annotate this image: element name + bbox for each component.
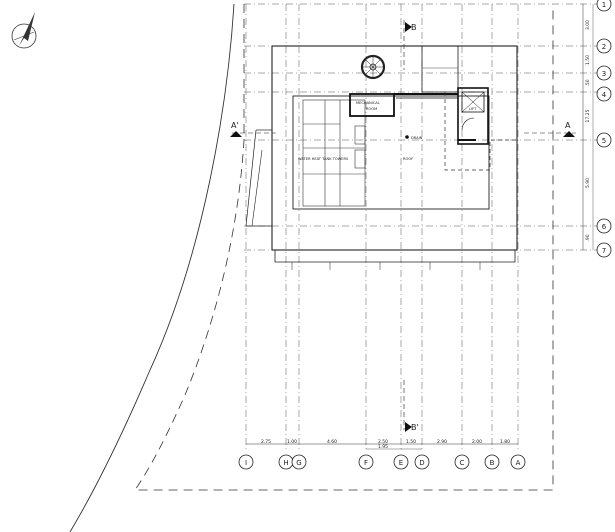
row-dim-4: 17.25 — [585, 109, 591, 122]
row-dim-5: 5.90 — [585, 178, 591, 188]
water-tank-grid — [302, 99, 366, 207]
col-bubble-h: H — [283, 459, 288, 467]
section-mark-a-right: A — [524, 121, 576, 137]
row-bubble-7: 7 — [602, 247, 606, 255]
drain-label: DRAIN — [411, 136, 423, 140]
mechanical-room-label-line1: MECHANICAL — [356, 101, 380, 105]
col-bubble-e: E — [399, 459, 403, 467]
row-bubble-5: 5 — [602, 137, 606, 145]
col-dim-8: 1.80 — [500, 439, 510, 445]
col-bubble-b: B — [490, 459, 495, 467]
section-mark-b-bottom-label: B' — [411, 423, 419, 432]
room-labels: MECHANICAL ROOM WATER HEAT TANK TOWERS R… — [298, 101, 477, 161]
col-bubble-d: D — [419, 459, 424, 467]
row-bubble-2: 2 — [602, 43, 606, 51]
row-dim-6: .90 — [585, 234, 591, 241]
section-mark-b-top-label: B — [411, 23, 417, 32]
col-bubble-a: A — [516, 459, 521, 467]
col-bubble-i: I — [245, 459, 247, 467]
roof-label: ROOF — [403, 157, 413, 161]
section-mark-a-left: A' — [230, 121, 276, 137]
col-dim-6: 2.90 — [437, 439, 447, 445]
row-bubble-1: 1 — [602, 1, 606, 9]
row-dim-1: 3.00 — [585, 20, 591, 30]
spiral-stair — [360, 54, 386, 80]
col-dim-sub: 1.95 — [378, 444, 388, 450]
column-grid-bubbles: I H G F E D C B A — [238, 454, 526, 470]
section-mark-b-top: B — [403, 20, 417, 70]
mechanical-room-label-line2: ROOM — [366, 107, 377, 111]
section-mark-a-left-label: A' — [231, 121, 239, 130]
building-outline — [245, 45, 518, 270]
site-boundary — [69, 3, 554, 532]
dashed-roof-outline — [444, 92, 517, 171]
col-dim-2: 1.00 — [287, 439, 297, 445]
grid-lines-cols — [245, 4, 519, 452]
col-dim-5: 1.50 — [406, 439, 416, 445]
section-mark-b-bottom: B' — [403, 380, 419, 432]
water-tanks-label: WATER HEAT TANK TOWERS — [298, 157, 349, 161]
col-dim-1: 2.75 — [261, 439, 271, 445]
row-bubble-4: 4 — [602, 91, 607, 99]
mechanical-room — [349, 93, 458, 117]
col-bubble-f: F — [364, 459, 368, 467]
column-dimension-chain: 2.75 1.00 4.60 2.50 1.50 2.90 2.00 1.80 … — [246, 439, 518, 450]
lift-core — [457, 87, 489, 145]
drain-mark — [405, 135, 409, 139]
row-dim-3: .50 — [585, 79, 591, 86]
row-bubble-6: 6 — [602, 223, 607, 231]
grid-lines-rows — [244, 3, 598, 251]
compass-arrow-icon — [11, 12, 37, 49]
row-bubble-3: 3 — [602, 70, 606, 78]
col-bubble-c: C — [460, 459, 465, 467]
col-dim-4: 2.50 — [378, 439, 388, 445]
section-mark-a-right-label: A — [565, 121, 571, 130]
row-dim-2: 1.50 — [585, 55, 591, 65]
lift-label: LIFT — [469, 107, 477, 111]
row-dimension-chain: 3.00 1.50 .50 17.25 5.90 .90 — [582, 4, 594, 250]
row-grid-bubbles: 1 2 3 4 5 6 7 — [596, 0, 612, 258]
col-bubble-g: G — [296, 459, 301, 467]
col-dim-7: 2.00 — [472, 439, 482, 445]
col-dim-3: 4.60 — [327, 439, 337, 445]
